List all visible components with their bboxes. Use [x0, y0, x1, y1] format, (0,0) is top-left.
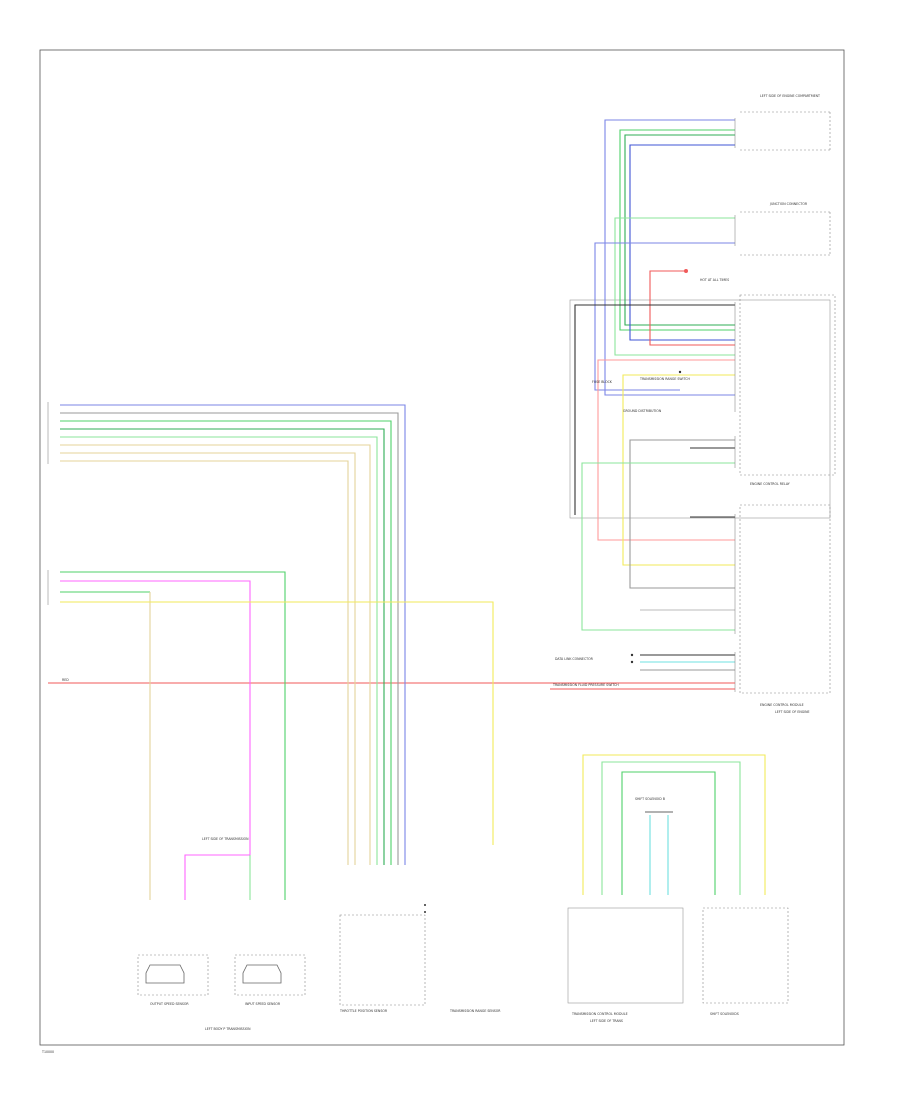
engine-control-relay-label: ENGINE CONTROL RELAY	[750, 482, 790, 486]
sensor-harness	[60, 571, 494, 900]
transmission-range-sensor: TRANSMISSION RANGE SENSOR	[449, 1009, 501, 1013]
left-trans-group-label: LEFT BODY P TRANSMISSION	[205, 1027, 251, 1031]
sensor-group-note: LEFT SIDE OF TRANSMISSION	[202, 837, 249, 841]
output-speed-sensor-label: OUTPUT SPEED SENSOR	[150, 1002, 189, 1006]
shift-solenoids: SHIFT SOLENOIDS	[702, 907, 789, 1016]
tcu-note: LEFT SIDE OF TRANS	[590, 1019, 623, 1023]
lower-right-module: ENGINE CONTROL MODULE LEFT SIDE OF ENGIN…	[739, 504, 831, 714]
fuse-icon	[684, 269, 688, 273]
bus-label: RED	[62, 678, 69, 682]
solenoid-note: SHIFT SOLENOID B	[635, 797, 665, 801]
shift-solenoids-label: SHIFT SOLENOIDS	[710, 1012, 739, 1016]
trs-label: TRANSMISSION RANGE SENSOR	[449, 1009, 501, 1013]
tl-pressure-label: TRANSMISSION FLUID PRESSURE SWITCH	[552, 683, 619, 687]
ecm-right-label: ENGINE CONTROL MODULE	[760, 703, 804, 707]
page-id: T10000	[41, 1050, 54, 1054]
input-speed-sensor-label: INPUT SPEED SENSOR	[245, 1002, 281, 1006]
throttle-position-sensor: THROTTLE POSITION SENSOR	[339, 914, 426, 1013]
engine-control-module-box: ENGINE CONTROL RELAY	[569, 294, 836, 519]
input-speed-sensor: INPUT SPEED SENSOR	[234, 954, 306, 1006]
tcm-harness	[582, 754, 766, 895]
fuse-block-label: FUSE BLOCK	[592, 380, 613, 384]
tcu-label: TRANSMISSION CONTROL MODULE	[571, 1012, 628, 1016]
top-right-title: LEFT SIDE OF ENGINE COMPARTMENT	[760, 94, 820, 98]
output-speed-sensor: OUTPUT SPEED SENSOR	[137, 954, 209, 1006]
tps-label: THROTTLE POSITION SENSOR	[339, 1009, 388, 1013]
left-harness	[60, 404, 406, 865]
ground-distrib-label: GROUND DISTRIBUTION	[623, 409, 662, 413]
splice-dots	[424, 370, 682, 913]
diagram-border	[39, 49, 845, 1046]
trans-range-label: TRANSMISSION RANGE SWITCH	[639, 377, 690, 381]
transmission-control-module: TRANSMISSION CONTROL MODULE LEFT SIDE OF…	[567, 907, 684, 1023]
junction-right-label: JUNCTION CONNECTOR	[769, 202, 808, 206]
right-wire-bundle	[574, 119, 735, 671]
top-right-module: LEFT SIDE OF ENGINE COMPARTMENT	[740, 94, 831, 151]
ecm-note: LEFT SIDE OF ENGINE	[775, 710, 810, 714]
dlc-label: DATA LINK CONNECTOR	[555, 657, 594, 661]
mid-right-module: JUNCTION CONNECTOR HOT AT ALL TIMES	[700, 202, 831, 282]
hot-at-all-times-label: HOT AT ALL TIMES	[700, 278, 729, 282]
